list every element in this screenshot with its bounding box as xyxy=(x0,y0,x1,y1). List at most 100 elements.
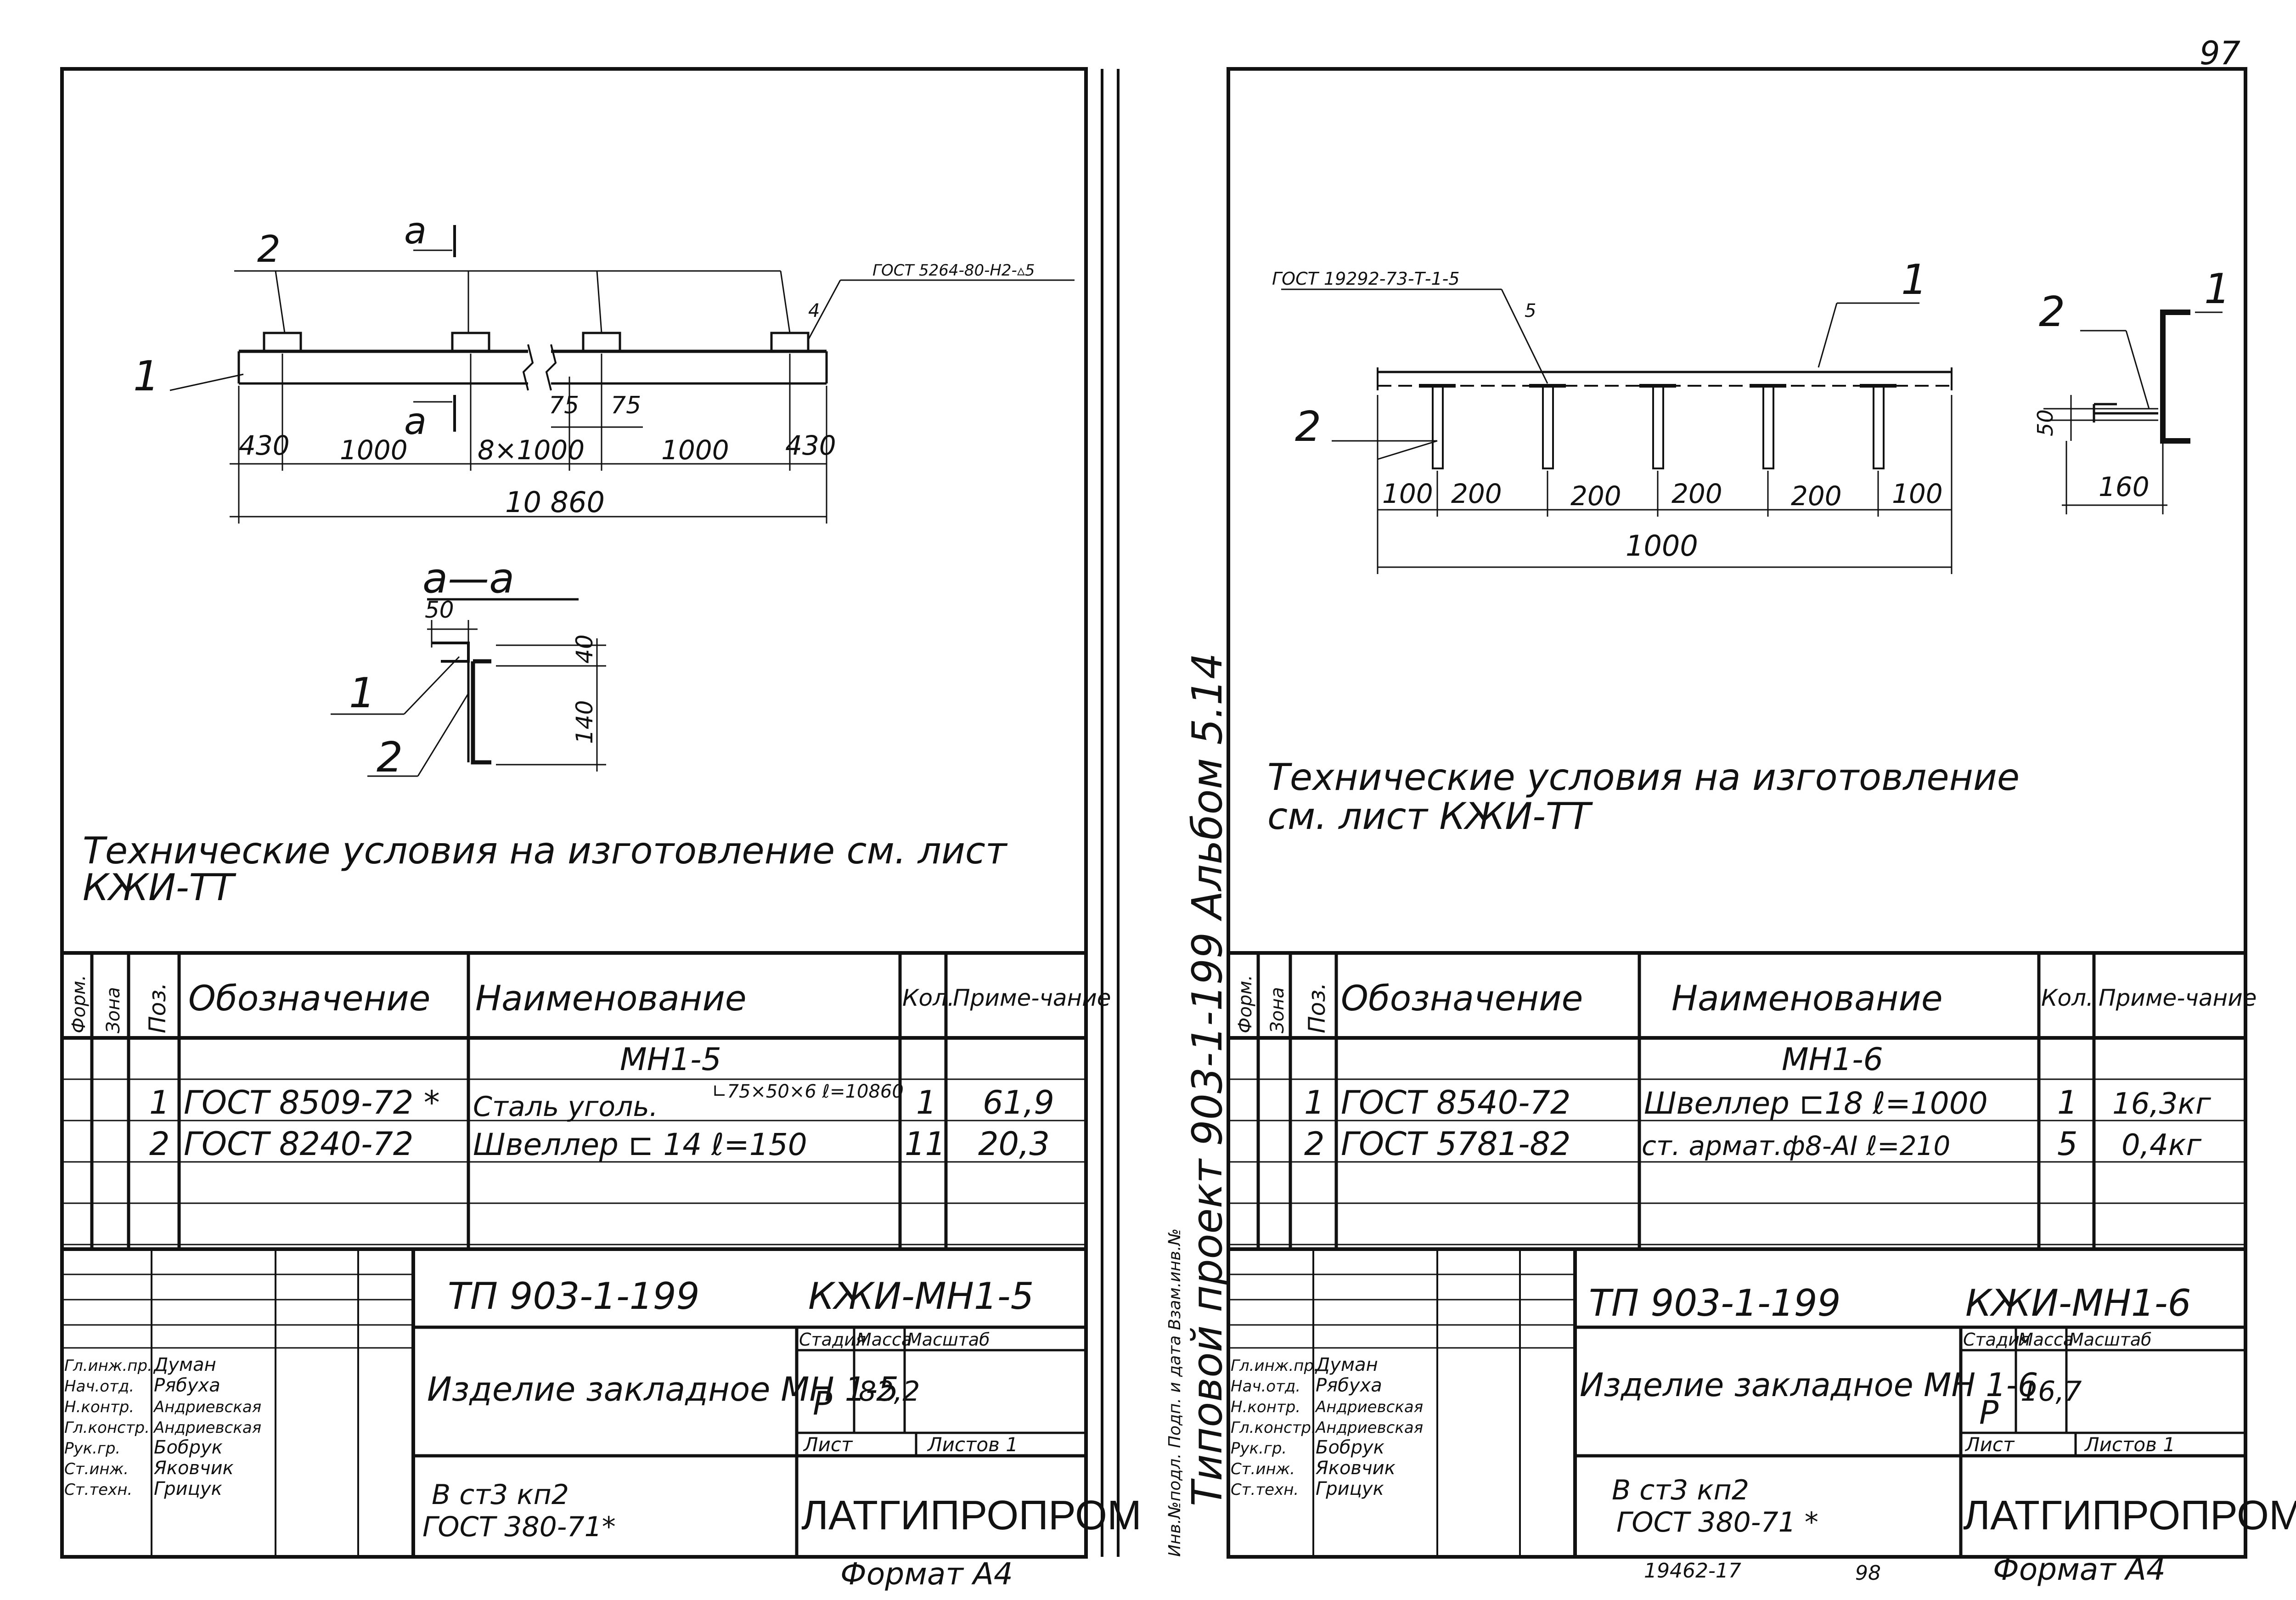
right-sheet-frame xyxy=(1227,67,2247,1559)
left-pos-1-label: 1 xyxy=(133,352,159,400)
left-stamp-mass: 82,2 xyxy=(859,1375,920,1408)
right-dim-total: 1000 xyxy=(1626,529,1698,563)
left-stamp-material1: В ст3 кп2 xyxy=(432,1479,569,1511)
svg-text:Ст.инж.: Ст.инж. xyxy=(1231,1460,1295,1478)
left-row1-note: 61,9 xyxy=(983,1084,1054,1121)
left-th-pos: Поз. xyxy=(144,982,171,1033)
left-th-note: Приме-чание xyxy=(953,985,1111,1011)
svg-text:Гл.инж.пр.: Гл.инж.пр. xyxy=(1231,1357,1319,1375)
left-title-block xyxy=(62,1247,1086,1557)
right-spec-table xyxy=(1228,951,2245,1249)
left-stamp-material2: ГОСТ 380-71* xyxy=(422,1511,616,1543)
right-dim-100a: 100 xyxy=(1382,478,1433,509)
left-section-marker-top: а xyxy=(404,209,427,252)
right-format-label: Формат А4 xyxy=(1993,1552,2166,1587)
right-title-block xyxy=(1228,1247,2245,1557)
svg-text:Рук.гр.: Рук.гр. xyxy=(1231,1439,1287,1458)
right-row1-pos: 1 xyxy=(1304,1084,1325,1121)
left-th-name: Наименование xyxy=(475,978,747,1019)
right-stamp-sheet-label: Лист xyxy=(1964,1433,2015,1456)
right-row1-name: Швеллер ⊏18 ℓ=1000 xyxy=(1644,1086,1988,1121)
svg-text:Нач.отд.: Нач.отд. xyxy=(1231,1377,1300,1396)
left-stamp-sheets-label: Листов 1 xyxy=(927,1433,1018,1456)
left-format-label: Формат А4 xyxy=(840,1556,1013,1592)
svg-text:Рябуха: Рябуха xyxy=(1316,1375,1382,1396)
spine-stamp-text: Инв.№подл. Подп. и дата Взам.инв.№ xyxy=(1165,1228,1184,1557)
left-stamp-sheet-label: Лист xyxy=(803,1433,853,1456)
right-dim-200b: 200 xyxy=(1570,480,1621,512)
right-pos-1-label: 1 xyxy=(1901,256,1927,304)
left-th-qty: Кол. xyxy=(902,985,955,1011)
left-dim-8x1000: 8×1000 xyxy=(478,434,585,466)
left-stamp-mass-label: Масса xyxy=(856,1330,912,1350)
right-pos-5-label: 5 xyxy=(1525,300,1536,321)
left-th-zone: Зона xyxy=(103,987,124,1033)
left-sheet-frame xyxy=(60,67,1088,1559)
left-signatures: Гл.инж.пр. Нач.отд. Н.контр. Гл.констр. … xyxy=(64,1354,261,1499)
right-stamp-material1: В ст3 кп2 xyxy=(1612,1474,1749,1506)
right-footer-page: 98 xyxy=(1855,1561,1881,1585)
right-stamp-material2: ГОСТ 380-71 * xyxy=(1616,1506,1818,1538)
svg-text:Яковчик: Яковчик xyxy=(1315,1458,1396,1479)
page-number: 97 xyxy=(2200,34,2240,72)
svg-text:Нач.отд.: Нач.отд. xyxy=(64,1377,134,1396)
left-section-dim-50: 50 xyxy=(425,597,454,623)
right-row2-designation: ГОСТ 5781-82 xyxy=(1341,1125,1570,1163)
svg-text:Ст.инж.: Ст.инж. xyxy=(64,1460,129,1478)
right-dim-200c: 200 xyxy=(1671,478,1722,509)
left-dim-1000b: 1000 xyxy=(661,434,729,466)
right-th-note: Приме-чание xyxy=(2099,985,2257,1011)
left-stamp-project: ТП 903-1-199 xyxy=(448,1275,699,1318)
left-group-title: МН1-5 xyxy=(620,1042,721,1078)
right-th-pos: Поз. xyxy=(1304,982,1330,1033)
left-pos-4-label: 4 xyxy=(808,300,820,321)
svg-text:Гл.инж.пр.: Гл.инж.пр. xyxy=(64,1357,152,1375)
left-section-dim-40: 40 xyxy=(571,634,598,664)
left-stamp-stage-label: Стадия xyxy=(799,1330,866,1350)
right-stamp-scale-label: Масштаб xyxy=(2069,1330,2152,1350)
left-tech-note-line2: КЖИ-ТТ xyxy=(83,866,237,909)
svg-text:Н.контр.: Н.контр. xyxy=(1231,1398,1300,1416)
svg-text:Андриевская: Андриевская xyxy=(1315,1419,1423,1437)
left-th-format: Форм. xyxy=(68,975,90,1033)
right-th-qty: Кол. xyxy=(2041,985,2093,1011)
left-dim-430b: 430 xyxy=(785,430,836,461)
right-signatures: Гл.инж.пр. Нач.отд. Н.контр. Гл.констр. … xyxy=(1231,1354,1423,1499)
svg-text:Думан: Думан xyxy=(1315,1354,1378,1375)
right-row1-designation: ГОСТ 8540-72 xyxy=(1341,1084,1570,1121)
right-stamp-stage: Р xyxy=(1979,1394,1999,1431)
left-stamp-scale-label: Масштаб xyxy=(907,1330,990,1350)
left-row2-designation: ГОСТ 8240-72 xyxy=(184,1125,413,1163)
left-stamp-code: КЖИ-МН1-5 xyxy=(808,1275,1034,1318)
left-row1-pos: 1 xyxy=(149,1084,170,1121)
left-dim-total: 10 860 xyxy=(505,485,605,519)
right-section-label-1: 1 xyxy=(2204,265,2230,313)
left-section-marker-bottom: а xyxy=(404,400,427,443)
right-stamp-mass: 16,7 xyxy=(2020,1375,2082,1408)
svg-text:Бобрук: Бобрук xyxy=(1316,1437,1384,1458)
left-dim-430a: 430 xyxy=(239,430,290,461)
right-dim-100b: 100 xyxy=(1892,478,1943,509)
svg-text:Рук.гр.: Рук.гр. xyxy=(64,1439,120,1458)
svg-text:Андриевская: Андриевская xyxy=(1315,1398,1423,1416)
left-dim-75a: 75 xyxy=(549,392,579,419)
right-dim-200d: 200 xyxy=(1791,480,1842,512)
left-sheet: 2 а а 1 4 ГОСТ 5264-80-Н2-▵5 75 75 430 1… xyxy=(60,67,1142,1592)
svg-text:Бобрук: Бобрук xyxy=(154,1437,223,1458)
svg-text:Ст.техн.: Ст.техн. xyxy=(1231,1481,1299,1499)
right-row2-qty: 5 xyxy=(2057,1125,2078,1163)
right-sheet: ГОСТ 19292-73-Т-1-5 5 1 2 100 200 200 20… xyxy=(1227,67,2296,1587)
right-group-title: МН1-6 xyxy=(1782,1042,1883,1078)
right-dim-200a: 200 xyxy=(1451,478,1502,509)
right-row2-pos: 2 xyxy=(1304,1125,1325,1163)
left-row1-name: Сталь уголь. xyxy=(473,1091,658,1123)
center-spine: Типовой проект 903-1-199 Альбом 5.14 Инв… xyxy=(1101,69,1232,1557)
right-archive-number: 19462-17 xyxy=(1644,1559,1741,1583)
right-stamp-code: КЖИ-МН1-6 xyxy=(1965,1282,2191,1324)
left-stamp-title: Изделие закладное МН 1-5 xyxy=(427,1370,899,1408)
right-section-dim-160: 160 xyxy=(2099,471,2150,502)
spine-title: Типовой проект 903-1-199 Альбом 5.14 xyxy=(1183,653,1232,1506)
left-th-designation: Обозначение xyxy=(188,978,430,1019)
right-row2-note: 0,4кг xyxy=(2122,1128,2201,1162)
